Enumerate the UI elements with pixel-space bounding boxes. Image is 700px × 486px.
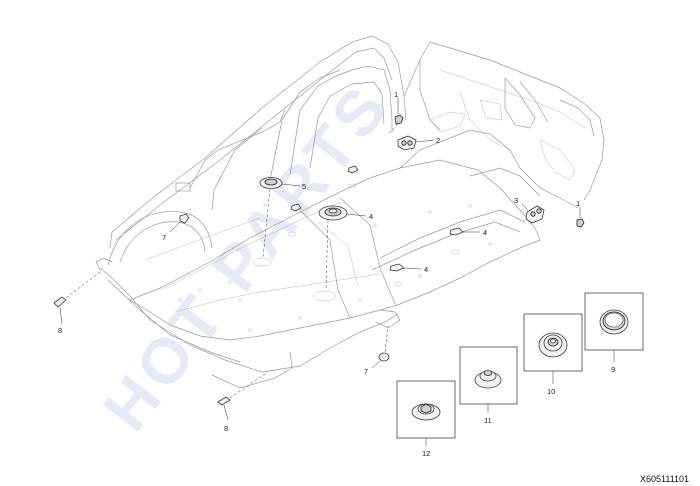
detail-box-12 — [396, 380, 456, 446]
callout-8a: 8 — [58, 326, 62, 335]
part-2-grommet — [397, 135, 435, 151]
callout-7a: 7 — [162, 233, 166, 242]
callout-9: 9 — [611, 365, 615, 374]
part-7-plug-upper — [169, 213, 190, 233]
part-1-clip-right — [576, 207, 585, 228]
callout-8b: 8 — [224, 424, 228, 433]
detail-box-11 — [459, 346, 518, 413]
floor-plug-a — [290, 203, 302, 212]
part-3-grommet — [521, 203, 545, 224]
part-4-plug-lower — [389, 263, 422, 272]
detail-box-9 — [584, 292, 644, 362]
vehicle-body-outline — [95, 35, 605, 389]
callout-11: 11 — [484, 416, 492, 425]
part-6-grommet — [259, 177, 301, 259]
callout-10: 10 — [547, 387, 555, 396]
callout-12: 12 — [422, 449, 430, 458]
callout-4a: 4 — [483, 228, 487, 237]
callout-3: 3 — [514, 196, 518, 205]
diagram-code: X605111101 — [640, 474, 689, 484]
part-7-plug-lower — [371, 325, 390, 369]
detail-box-10 — [523, 313, 583, 384]
part-4-plug-right — [449, 227, 480, 236]
callout-4b: 4 — [424, 265, 428, 274]
part-1-clip-upper — [387, 97, 404, 135]
callout-2: 2 — [436, 136, 440, 145]
callout-1b: 1 — [576, 199, 580, 208]
part-5-large-grommet — [318, 205, 367, 291]
floor-plug-b — [347, 165, 359, 174]
callout-6: 5 — [302, 182, 306, 191]
part-8-plug-left — [53, 271, 101, 325]
callout-7b: 7 — [364, 367, 368, 376]
callout-5: 4 — [369, 212, 373, 221]
watermark: HOT PARTS — [89, 69, 404, 444]
part-8-plug-lower — [217, 371, 269, 421]
callout-1a: 1 — [394, 90, 398, 99]
